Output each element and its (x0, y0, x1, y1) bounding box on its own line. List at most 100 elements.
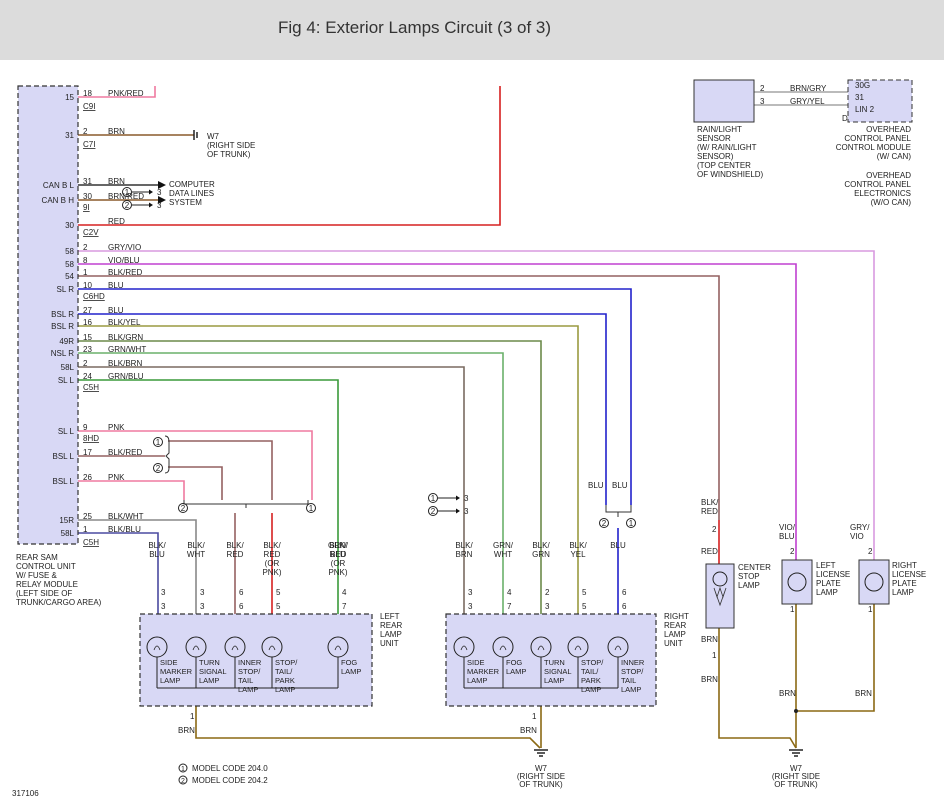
lamp-name: LAMP (621, 685, 641, 694)
left-plate-label: LEFT (816, 561, 836, 570)
wire-brn-center (718, 628, 797, 749)
right-plate-wire-label: VIO (850, 532, 864, 541)
wire-color-label: BRN (779, 689, 796, 698)
filament-icon (334, 645, 342, 651)
wire-blk-grn (78, 340, 542, 614)
can-system-label: COMPUTER (169, 180, 215, 189)
rear-sam-module (17, 85, 79, 545)
left-plate-pin-bottom: 1 (790, 605, 795, 614)
lamp-name: TAIL (238, 676, 253, 685)
lamp-wire-label: GRN (532, 550, 550, 559)
overhead-label-a: OVERHEAD (866, 125, 911, 134)
sam-terminal-name: 49R (59, 337, 74, 346)
lamp-wire-label: PNK) (328, 568, 347, 577)
rain-sensor-label: RAIN/LIGHT (697, 125, 742, 134)
connector-label: C5H (83, 383, 99, 392)
overhead-label-b: OVERHEAD (866, 171, 911, 180)
filament-icon (231, 645, 239, 651)
center-wire-label: BLK/ (701, 498, 719, 507)
can-system-label: SYSTEM (169, 198, 202, 207)
wire-color-label: RED (108, 217, 125, 226)
wire-blk-red-alt2 (168, 466, 223, 500)
lamp-wire-label: BLU (149, 550, 165, 559)
lamp-pin-bottom: 3 (161, 602, 166, 611)
sam-terminal-name: SL L (58, 376, 75, 385)
w7-bottom-label: W7 (535, 764, 548, 773)
right-lamp-label: RIGHT (664, 612, 689, 621)
option-circle-2 (153, 463, 163, 473)
sam-label: RELAY MODULE (16, 580, 78, 589)
right-plate-label: LICENSE (892, 570, 926, 579)
arrow-icon (158, 196, 166, 204)
wire-pnk-red (78, 86, 156, 98)
center-pin-top: 2 (712, 525, 717, 534)
resistor-icon (713, 586, 727, 607)
center-pin-bottom: 1 (712, 651, 717, 660)
lamp-pin-top: 2 (545, 588, 550, 597)
wire-color-label: GRY/YEL (790, 97, 825, 106)
legend-number: 1 (181, 766, 185, 773)
lamp-pin-top: 6 (239, 588, 244, 597)
right-plate-label: PLATE (892, 579, 917, 588)
sam-pin-number: 1 (83, 525, 88, 534)
sam-terminal-name: 15 (65, 93, 74, 102)
option-circle (122, 200, 132, 210)
lamp-wire-label: RED (227, 550, 244, 559)
wire-brn-right-plate (796, 604, 875, 712)
connector-label: C2V (83, 228, 99, 237)
sam-terminal-name: BSL R (51, 310, 74, 319)
title-bar: Fig 4: Exterior Lamps Circuit (3 of 3) (0, 0, 944, 60)
wire-blk-red-alt1 (168, 440, 273, 500)
selector-bracket (605, 505, 632, 517)
lamp-wire-label: (OR (265, 559, 280, 568)
right-license-plate-lamp (858, 559, 890, 605)
wire-blu-slr (78, 288, 632, 505)
lamp-name: INNER (238, 658, 262, 667)
wire-color-label: BRN/RED (108, 192, 144, 201)
wire-color-label: BLK/YEL (108, 318, 141, 327)
lamp-name: FOG (506, 658, 522, 667)
overhead-terminal: LIN 2 (855, 105, 875, 114)
filament-icon (268, 645, 276, 651)
lamp-name: SIDE (160, 658, 178, 667)
lamp-name: TAIL/ (581, 667, 599, 676)
filament-icon (574, 645, 582, 651)
legend-number: 2 (181, 778, 185, 785)
lamp-name: SIGNAL (544, 667, 572, 676)
w7-top-label: W7 (207, 132, 220, 141)
rain-light-sensor (693, 79, 755, 123)
rain-sensor-label: SENSOR (697, 134, 731, 143)
sam-label: (LEFT SIDE OF (16, 589, 72, 598)
wire-color-label: BLU (108, 306, 124, 315)
sam-terminal-name: SL L (58, 427, 75, 436)
overhead-terminal: 31 (855, 93, 864, 102)
sam-label: W/ FUSE & (16, 571, 58, 580)
wire-grn-wht (78, 352, 504, 614)
components-layer (17, 79, 913, 785)
lamp-pin-top: 3 (464, 494, 469, 503)
lamp-wire-label: BLK/ (532, 541, 550, 550)
legend-circle (178, 775, 188, 785)
lamp-name: LAMP (341, 667, 361, 676)
lamp-name: LAMP (467, 676, 487, 685)
wire-gry-vio (78, 250, 875, 550)
lamp-wire-label: BLK/ (263, 541, 281, 550)
w7-bottom-right-label: OF TRUNK) (774, 780, 818, 789)
right-plate-pin-top: 2 (868, 547, 873, 556)
right-lamp-label: UNIT (664, 639, 683, 648)
filament-icon (153, 645, 161, 651)
sam-pin-number: 8 (83, 256, 88, 265)
lamp-pin-top: 5 (582, 588, 587, 597)
option-circle-1 (306, 503, 316, 513)
lamp-wire-label: BLK/ (148, 541, 166, 550)
sam-terminal-name: NSL R (51, 349, 74, 358)
lamp-pin-bottom: 5 (582, 602, 587, 611)
filament-icon (499, 645, 507, 651)
right-rear-lamp-unit (445, 613, 657, 707)
legend-text: MODEL CODE 204.2 (192, 776, 268, 785)
left-license-plate-lamp (781, 559, 813, 605)
lamp-pin-bottom: 7 (507, 602, 512, 611)
wire-color-label: BLK/GRN (108, 333, 143, 342)
sam-terminal-name: BSL L (53, 452, 75, 461)
lamp-wire-label: BRN (456, 550, 473, 559)
